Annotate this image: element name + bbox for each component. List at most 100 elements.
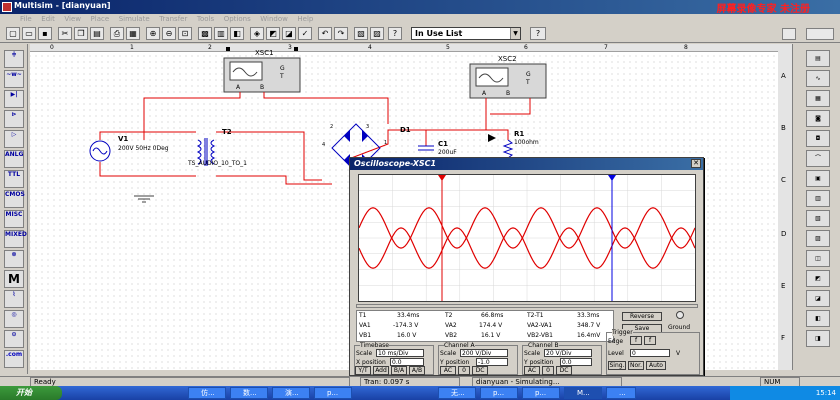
task-item[interactable]: p... [522,387,560,399]
task-item[interactable]: 无... [438,387,476,399]
zoom-in-icon[interactable]: ⊕ [146,27,160,40]
help-icon[interactable]: ? [388,27,402,40]
electromech-parts-icon[interactable]: ◎ [4,310,24,328]
iv-analyzer-icon[interactable]: ◫ [806,250,830,267]
analog-parts-icon[interactable]: ANLG [4,150,24,168]
fit-page-icon[interactable]: ▨ [370,27,384,40]
in-use-list-dropdown[interactable]: In Use List ▼ [411,27,521,40]
task-item[interactable]: ... [606,387,636,399]
spectrum-analyzer-icon[interactable]: ◪ [806,290,830,307]
opamp-parts-icon[interactable]: ▷ [4,130,24,148]
start-button[interactable]: 开始 [0,386,62,400]
bode-plotter-icon[interactable]: ⌒ [806,150,830,167]
forward-annotate-icon[interactable]: ↷ [334,27,348,40]
simulate-switch-icon[interactable] [782,28,796,40]
cursor-1-handle[interactable] [438,175,446,181]
network-analyzer-icon[interactable]: ◧ [806,310,830,327]
resistor-r1[interactable] [502,139,514,159]
vertical-scrollbar[interactable] [792,44,800,370]
print-preview-icon[interactable]: ▦ [126,27,140,40]
channel-a-zero-button[interactable]: 0 [458,366,470,375]
diode-parts-icon[interactable]: ▶| [4,90,24,108]
ground-terminal[interactable] [676,311,684,319]
channel-a-ac-button[interactable]: AC [440,366,456,375]
database-icon[interactable]: ◧ [230,27,244,40]
chevron-down-icon[interactable]: ▼ [510,28,520,39]
cursor-2-handle[interactable] [608,175,616,181]
close-icon[interactable]: ✕ [691,159,701,168]
logic-converter-icon[interactable]: ▨ [806,230,830,247]
back-annotate-icon[interactable]: ↶ [318,27,332,40]
frequency-counter-icon[interactable]: ▣ [806,170,830,187]
reverse-button[interactable]: Reverse [622,312,662,321]
oscilloscope-xsc2[interactable] [469,63,547,99]
copy-icon[interactable]: ❐ [74,27,88,40]
menu-window[interactable]: Window [260,15,288,23]
timebase-scale-input[interactable]: 10 ms/Div [376,349,424,357]
four-channel-scope-icon[interactable]: ◘ [806,130,830,147]
channel-b-scale-input[interactable]: 20 V/Div [544,349,592,357]
save-icon[interactable]: ▪ [38,27,52,40]
menu-place[interactable]: Place [90,15,110,23]
channel-b-dc-button[interactable]: DC [556,366,572,375]
menu-help[interactable]: Help [297,15,314,23]
ttl-parts-icon[interactable]: TTL [4,170,24,188]
basic-parts-icon[interactable]: ~w~ [4,70,24,88]
scope-hscroll[interactable] [356,304,698,308]
grapher-icon[interactable]: ◩ [266,27,280,40]
scope-screen[interactable] [358,174,696,302]
task-item[interactable]: p... [480,387,518,399]
channel-a-ypos-input[interactable]: -1.0 [476,358,508,366]
function-generator-icon[interactable]: ∿ [806,70,830,87]
transformer-t2[interactable] [196,138,216,166]
mixed-parts-icon[interactable]: MIXED [4,230,27,248]
electrical-rules-icon[interactable]: ✓ [298,27,312,40]
ladder-parts-icon[interactable]: ⊙ [4,330,24,348]
channel-b-ac-button[interactable]: AC [524,366,540,375]
rising-edge-button[interactable]: f [630,336,642,345]
task-item[interactable]: M... [564,387,602,399]
cmos-parts-icon[interactable]: CMOS [4,190,25,208]
task-item[interactable]: 演... [272,387,310,399]
agilent-icon[interactable]: ◨ [806,330,830,347]
auto-mode-button[interactable]: Auto [646,361,666,370]
run-stop-switch[interactable] [806,28,834,40]
level-input[interactable]: 0 [630,349,670,357]
single-mode-button[interactable]: Sing. [608,361,626,370]
normal-mode-button[interactable]: Nor. [628,361,644,370]
distortion-analyzer-icon[interactable]: ◩ [806,270,830,287]
yt-mode-button[interactable]: Y/T [355,366,371,375]
misc-m-icon[interactable]: M [4,270,24,288]
x-position-input[interactable]: 0.0 [390,358,424,366]
cut-icon[interactable]: ✂ [58,27,72,40]
channel-b-zero-button[interactable]: 0 [542,366,554,375]
postprocessor-icon[interactable]: ◪ [282,27,296,40]
falling-edge-button[interactable]: f [644,336,656,345]
channel-a-dc-button[interactable]: DC [472,366,488,375]
spreadsheet-icon[interactable]: ▥ [214,27,228,40]
task-item[interactable]: p... [314,387,352,399]
web-com-icon[interactable]: .com [4,350,24,368]
component-wizard-icon[interactable]: ◈ [250,27,264,40]
wattmeter-icon[interactable]: ▦ [806,90,830,107]
task-item[interactable]: 数... [230,387,268,399]
menu-simulate[interactable]: Simulate [118,15,150,23]
ba-mode-button[interactable]: B/A [391,366,407,375]
menu-edit[interactable]: Edit [41,15,55,23]
oscilloscope-window[interactable]: Oscilloscope-XSC1 ✕ T1 VA1 VB1 33.4ms -1… [349,157,704,376]
show-grid-icon[interactable]: ▩ [198,27,212,40]
task-item[interactable]: 仿... [188,387,226,399]
oscilloscope-icon[interactable]: ◙ [806,110,830,127]
zoom-out-icon[interactable]: ⊖ [162,27,176,40]
menu-view[interactable]: View [64,15,81,23]
capacitor-c1[interactable] [418,145,434,151]
rf-parts-icon[interactable]: ⌇ [4,290,24,308]
multimeter-icon[interactable]: ▤ [806,50,830,67]
new-file-icon[interactable]: ▢ [6,27,20,40]
menu-transfer[interactable]: Transfer [159,15,188,23]
oscilloscope-xsc1[interactable] [223,47,301,93]
indicator-parts-icon[interactable]: ⊗ [4,250,24,268]
print-icon[interactable]: ⎙ [110,27,124,40]
logic-analyzer-icon[interactable]: ▧ [806,210,830,227]
transistor-parts-icon[interactable]: ⊳ [4,110,24,128]
